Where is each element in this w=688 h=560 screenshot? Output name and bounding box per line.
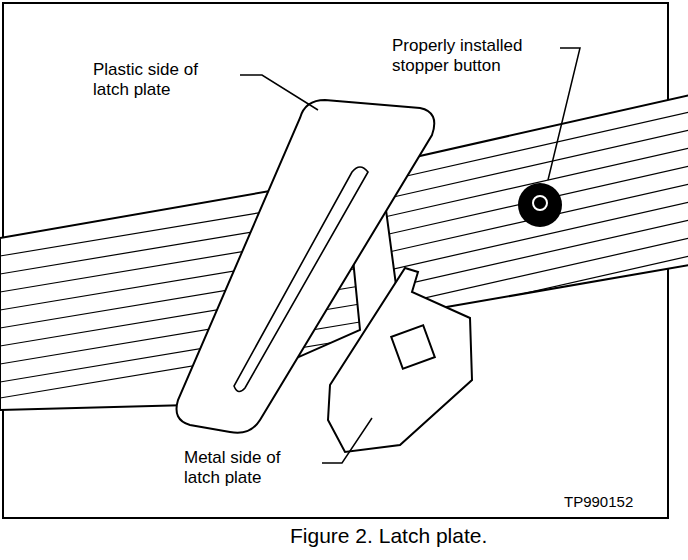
figure-code: TP990152 bbox=[562, 492, 666, 512]
stopper-button bbox=[518, 183, 562, 227]
callout-label: Metal side of latch plate bbox=[182, 448, 316, 488]
callout-label: Plastic side of latch plate bbox=[91, 60, 235, 100]
plastic-cover bbox=[177, 100, 435, 433]
leader-lines bbox=[240, 48, 580, 463]
callout-label: Properly installed stopper button bbox=[390, 36, 559, 76]
figure-caption: Figure 2. Latch plate. bbox=[290, 524, 487, 548]
metal-tongue bbox=[328, 268, 472, 452]
